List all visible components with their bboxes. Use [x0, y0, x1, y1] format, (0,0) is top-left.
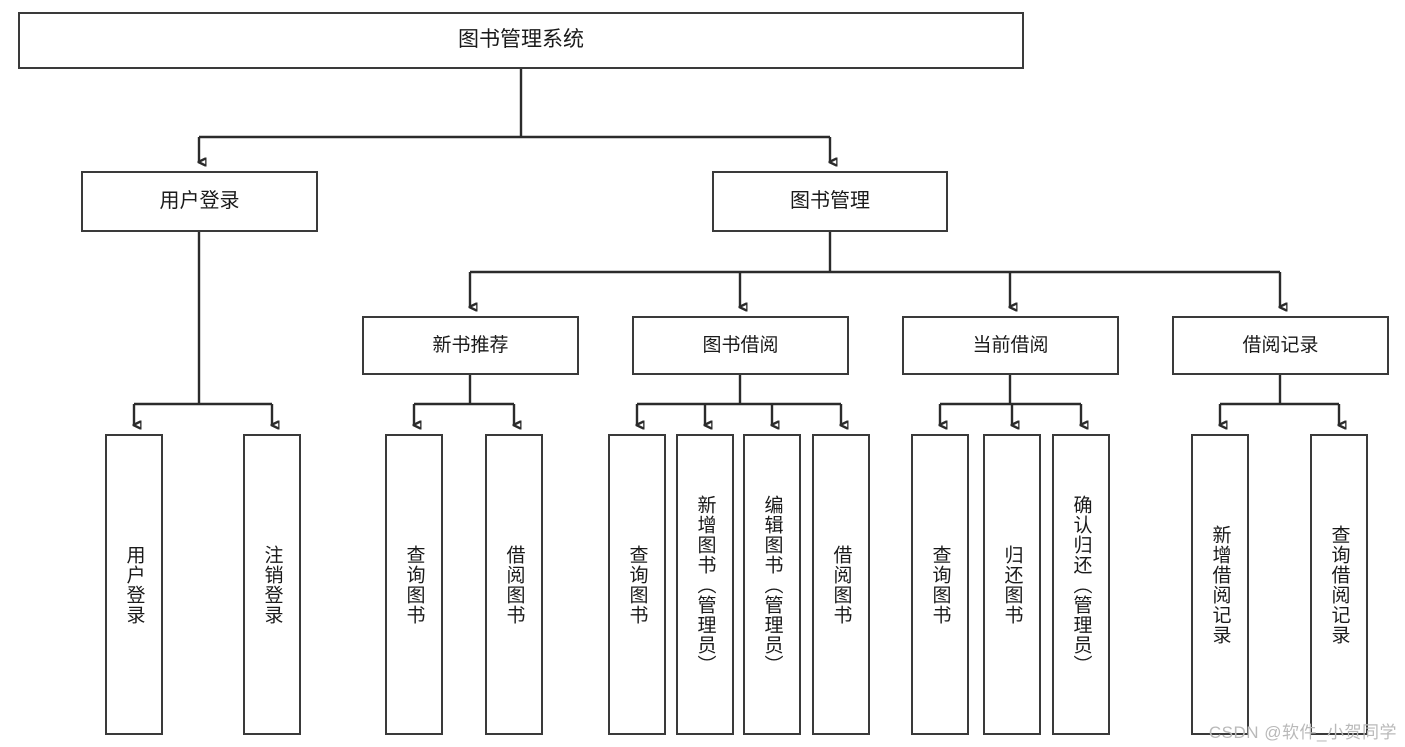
- node-user-login-label: 用户登录: [159, 190, 240, 212]
- leaf-edit-book-admin[interactable]: 编辑图书（管理员）: [743, 434, 801, 735]
- leaf-edit-book-admin-label: 编辑图书（管理员）: [761, 494, 783, 675]
- leaf-user-login[interactable]: 用户登录: [105, 434, 163, 735]
- node-book-borrow[interactable]: 图书借阅: [632, 316, 849, 375]
- node-new-book-recommend[interactable]: 新书推荐: [362, 316, 579, 375]
- leaf-add-borrow-record-label: 新增借阅记录: [1209, 524, 1231, 645]
- leaf-borrow-book-label: 借阅图书: [830, 544, 852, 625]
- node-book-borrow-label: 图书借阅: [702, 334, 779, 356]
- leaf-query-book-borrow[interactable]: 查询图书: [608, 434, 666, 735]
- leaf-confirm-return-admin[interactable]: 确认归还（管理员）: [1052, 434, 1110, 735]
- leaf-query-borrow-record-label: 查询借阅记录: [1328, 524, 1350, 645]
- leaf-query-borrow-record[interactable]: 查询借阅记录: [1310, 434, 1368, 735]
- node-book-management-label: 图书管理: [790, 190, 870, 212]
- watermark: CSDN @软件_小贺同学: [1208, 723, 1397, 742]
- leaf-borrow-book-rec-label: 借阅图书: [503, 544, 525, 625]
- leaf-return-book[interactable]: 归还图书: [983, 434, 1041, 735]
- leaf-borrow-book-rec[interactable]: 借阅图书: [485, 434, 543, 735]
- leaf-add-book-admin-label: 新增图书（管理员）: [694, 494, 716, 675]
- node-root[interactable]: 图书管理系统: [18, 12, 1024, 69]
- leaf-logout-label: 注销登录: [261, 544, 283, 625]
- node-borrow-record-label: 借阅记录: [1242, 334, 1319, 356]
- leaf-query-book-current[interactable]: 查询图书: [911, 434, 969, 735]
- node-root-label: 图书管理系统: [458, 28, 584, 52]
- node-new-book-recommend-label: 新书推荐: [432, 334, 509, 356]
- node-book-management[interactable]: 图书管理: [712, 171, 948, 232]
- leaf-query-book-borrow-label: 查询图书: [626, 544, 648, 625]
- leaf-add-borrow-record[interactable]: 新增借阅记录: [1191, 434, 1249, 735]
- leaf-query-book-rec[interactable]: 查询图书: [385, 434, 443, 735]
- leaf-user-login-label: 用户登录: [123, 544, 145, 625]
- leaf-query-book-rec-label: 查询图书: [403, 544, 425, 625]
- leaf-return-book-label: 归还图书: [1001, 544, 1023, 625]
- leaf-borrow-book[interactable]: 借阅图书: [812, 434, 870, 735]
- node-borrow-record[interactable]: 借阅记录: [1172, 316, 1389, 375]
- node-user-login[interactable]: 用户登录: [81, 171, 318, 232]
- leaf-logout[interactable]: 注销登录: [243, 434, 301, 735]
- node-current-borrow-label: 当前借阅: [972, 334, 1049, 356]
- leaf-confirm-return-admin-label: 确认归还（管理员）: [1070, 494, 1092, 675]
- leaf-add-book-admin[interactable]: 新增图书（管理员）: [676, 434, 734, 735]
- node-current-borrow[interactable]: 当前借阅: [902, 316, 1119, 375]
- leaf-query-book-current-label: 查询图书: [929, 544, 951, 625]
